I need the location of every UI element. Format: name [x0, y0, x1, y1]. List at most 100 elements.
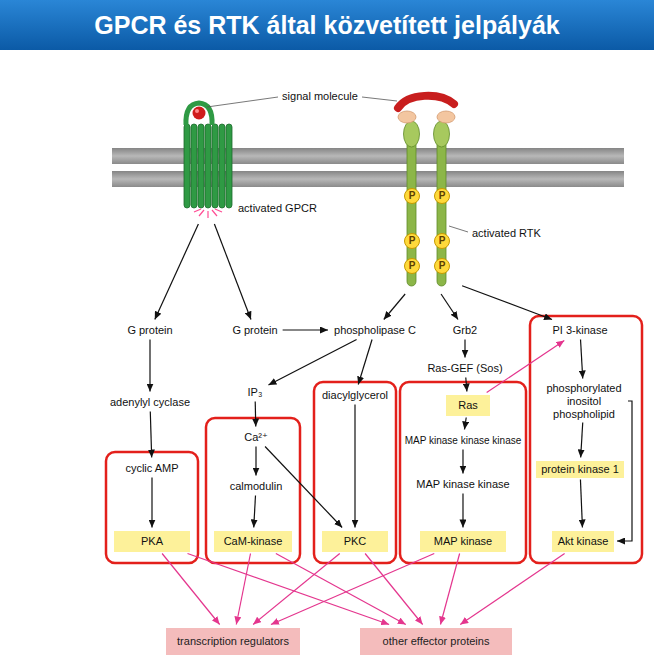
leader-lines: [207, 97, 468, 232]
arrow-connector: [581, 423, 583, 458]
arrow-connector: [462, 494, 463, 528]
phospho-site: P: [434, 233, 450, 249]
leader-line: [449, 226, 468, 232]
node-text: Grb2: [453, 324, 477, 337]
arrow-connector: [466, 378, 467, 392]
gpcr-figure: [184, 103, 232, 218]
pathway-frame: [314, 382, 396, 563]
node-text: activated RTK: [472, 227, 541, 240]
node-text: MAP kinase kinase kinase: [405, 434, 522, 447]
pathway-frame: [400, 382, 526, 563]
ectodomain: [434, 121, 450, 147]
phospho-site: P: [434, 188, 450, 204]
phospho-site: P: [404, 188, 420, 204]
pathway-step: diacylglycerol: [319, 388, 391, 403]
node-text: PKC: [327, 535, 383, 548]
pathway-step: Ca²⁺: [241, 430, 271, 445]
helix: [198, 124, 204, 208]
node-text: other effector proteins: [383, 635, 490, 648]
ray: [212, 210, 217, 216]
arrow-connector: [254, 496, 256, 528]
arrow-connector: [365, 554, 423, 625]
node-text: CaM-kinase: [219, 535, 287, 548]
node-text: G protein: [232, 324, 277, 337]
arrow-connector: [460, 554, 564, 625]
node-text: Akt kinase: [557, 535, 609, 548]
helix: [226, 124, 232, 208]
node-text: Ras: [451, 399, 485, 412]
kinase-box: Ras: [446, 395, 490, 416]
page-title: GPCR és RTK által közvetített jelpályák: [94, 11, 559, 40]
node-text: P: [435, 259, 449, 273]
ray: [215, 209, 222, 212]
arrow-connector: [441, 294, 458, 320]
receptor: activated RTKPPPPPP: [388, 86, 466, 292]
signal-molecule: [193, 107, 206, 120]
phospho-site: P: [404, 233, 420, 249]
ray: [207, 211, 208, 218]
node-text: G protein: [127, 324, 172, 337]
pathway-frame: [106, 452, 198, 563]
target-box: other effector proteins: [360, 628, 512, 655]
binding-pocket: [186, 103, 212, 125]
phospho-site: P: [434, 258, 450, 274]
ligand-site: [437, 111, 455, 123]
arrow-connector: [151, 478, 152, 528]
kinase-box: PKC: [322, 531, 388, 552]
node-text: P: [435, 234, 449, 248]
arrow-connector: [268, 340, 356, 386]
arrow-connector: [581, 340, 583, 379]
arrow-connector: [358, 340, 372, 385]
kinase-box: PKA: [114, 531, 190, 552]
pathway-step: IP₃: [245, 385, 266, 400]
pathway-step: phosphorylated inositol phospholipid: [542, 382, 626, 421]
node-text: transcription regulators: [177, 635, 289, 648]
node-text: PI 3-kinase: [552, 324, 607, 337]
arrow-connector: [283, 329, 328, 330]
arrow-connector: [214, 224, 251, 320]
kinase-box: protein kinase 1: [536, 461, 624, 478]
arrow-connector: [271, 554, 434, 625]
node-text: cyclic AMP: [125, 462, 178, 475]
node-text: Ras-GEF (Sos): [427, 362, 502, 375]
arrow-connector: [440, 554, 459, 625]
arrow-connector: [162, 554, 220, 625]
pathway-step: cyclic AMP: [122, 461, 181, 476]
node-text: calmodulin: [230, 480, 283, 493]
receptor: activated GPCR: [176, 98, 240, 222]
title-banner: [0, 0, 654, 50]
pathway-step: adenylyl cyclase: [107, 395, 193, 410]
node-text: phospholipase C: [334, 324, 416, 337]
node-text: P: [405, 259, 419, 273]
pathway-frame: [206, 418, 300, 563]
node-text: P: [405, 189, 419, 203]
helix: [212, 124, 218, 208]
node-text: MAP kinase kinase: [416, 478, 509, 491]
helix: [205, 124, 211, 208]
arrow-connector: [464, 340, 465, 358]
arrow-connector: [464, 418, 466, 430]
pathway-step: calmodulin: [227, 479, 286, 494]
node-text: P: [435, 189, 449, 203]
leader-line: [362, 97, 397, 101]
helix: [219, 124, 225, 208]
arrow-connector: [150, 412, 151, 458]
arrow-connector: [155, 224, 199, 320]
pathway-step: MAP kinase kinase kinase: [402, 433, 525, 448]
node-text: Ca²⁺: [244, 431, 268, 444]
pathway-step: PI 3-kinase: [549, 323, 610, 338]
kinase-box: Akt kinase: [552, 531, 614, 552]
ray: [194, 209, 201, 212]
node-text: activated GPCR: [238, 202, 317, 215]
activation-rays: [194, 209, 222, 218]
target-box: transcription regulators: [166, 628, 300, 655]
pathway-step: G protein: [124, 323, 175, 338]
helix: [184, 124, 190, 208]
pathway-step: phospholipase C: [331, 323, 419, 338]
arrow-connector: [462, 286, 552, 320]
node-text: IP₃: [248, 386, 263, 399]
arrow-connector: [580, 480, 582, 528]
kinase-box: MAP kinase: [420, 531, 506, 552]
arrow-connector: [255, 447, 256, 476]
